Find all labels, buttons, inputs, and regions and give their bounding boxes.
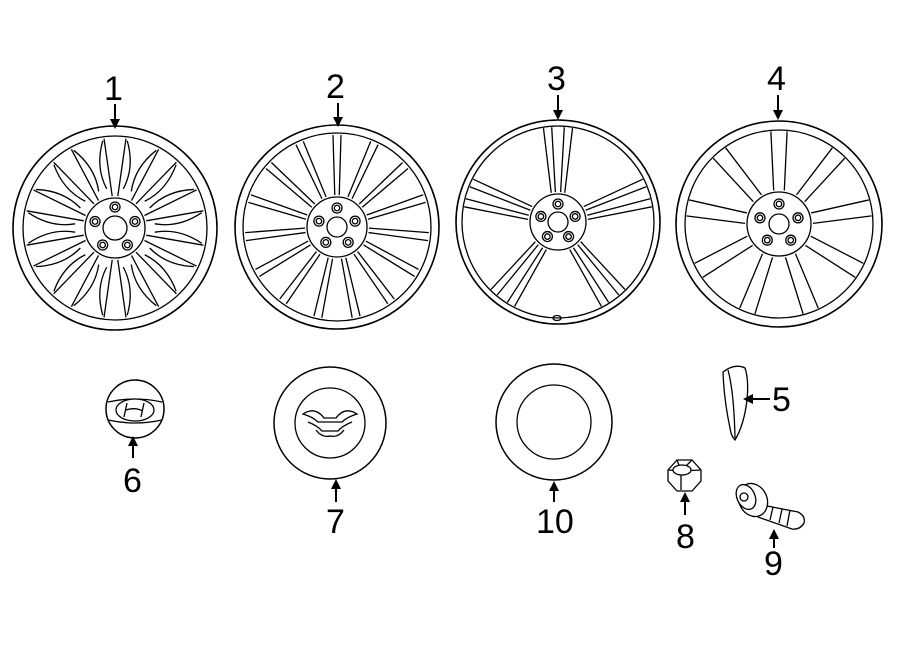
callout-label-3: 3 xyxy=(547,60,566,98)
callout-3: 3 xyxy=(547,60,566,120)
callout-label-10: 10 xyxy=(536,503,574,541)
center-cap-small xyxy=(105,379,165,439)
callout-label-9: 7 xyxy=(326,503,345,541)
callout-label-7: 9 xyxy=(764,545,783,583)
wheel-1 xyxy=(12,125,218,331)
tpms-valve xyxy=(735,482,806,530)
winged-logo-icon xyxy=(301,410,359,438)
callout-label-1: 1 xyxy=(104,70,123,108)
wheel-3 xyxy=(455,119,661,325)
wheel-4 xyxy=(675,120,883,328)
callout-6: 8 xyxy=(676,492,695,556)
center-cap-logo xyxy=(273,366,387,480)
balance-weight xyxy=(722,365,749,442)
callout-label-2: 2 xyxy=(326,68,345,106)
callout-7: 9 xyxy=(764,529,783,583)
callout-2: 2 xyxy=(326,68,345,127)
callout-label-6: 8 xyxy=(676,518,695,556)
callout-10: 10 xyxy=(536,481,574,541)
callout-1: 1 xyxy=(104,70,123,129)
wheel-2 xyxy=(234,124,440,330)
center-cap-plain xyxy=(495,363,613,481)
callout-5: 5 xyxy=(743,381,791,419)
callout-label-4: 4 xyxy=(767,60,786,98)
callout-4: 4 xyxy=(767,60,786,120)
callout-label-5: 5 xyxy=(772,381,791,419)
callout-8: 6 xyxy=(123,436,142,500)
callout-label-8: 6 xyxy=(123,462,142,500)
logo-emblem-icon xyxy=(115,398,155,422)
lug-nut xyxy=(667,459,702,492)
callout-9: 7 xyxy=(326,479,345,541)
